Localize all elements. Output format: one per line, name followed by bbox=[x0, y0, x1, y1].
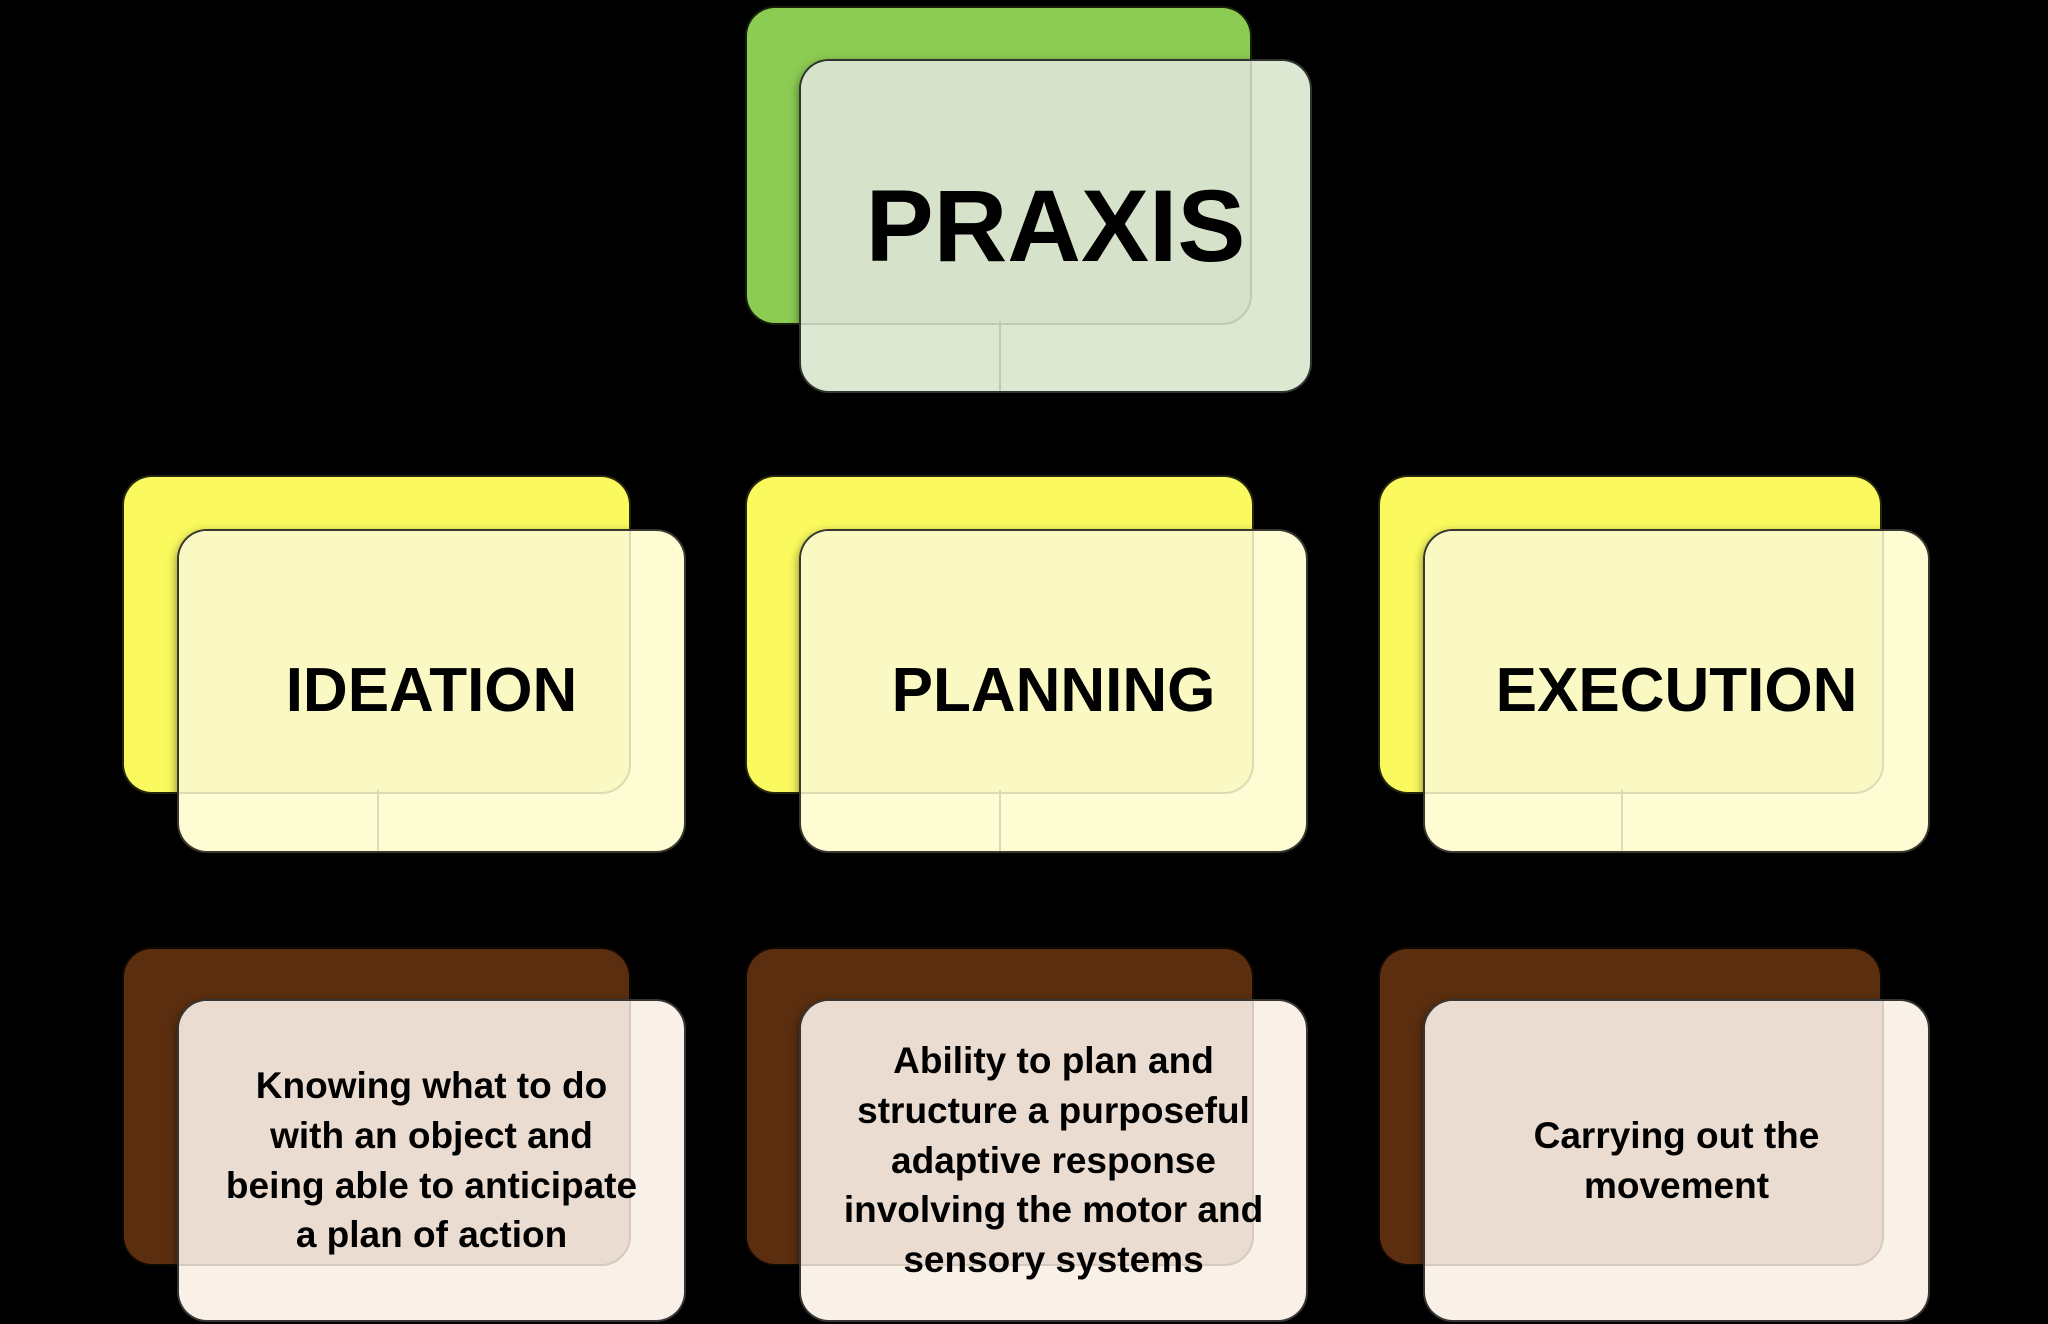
execution-description-card-front: Carrying out the movement bbox=[1423, 999, 1930, 1322]
execution-connector-stub bbox=[1621, 790, 1623, 851]
planning-card-inner-panel bbox=[801, 531, 1254, 794]
ideation-connector-stub bbox=[377, 790, 379, 851]
ideation-card-inner-panel bbox=[179, 531, 631, 794]
ideation-description-inner-panel bbox=[179, 1001, 631, 1266]
praxis-card-inner-panel bbox=[801, 61, 1252, 325]
execution-card-inner-panel bbox=[1425, 531, 1884, 794]
planning-description-text: Ability to plan and structure a purposef… bbox=[843, 1039, 1264, 1281]
planning-title: PLANNING bbox=[891, 655, 1216, 725]
execution-description-text: Carrying out the movement bbox=[1533, 1114, 1820, 1206]
execution-description-inner-panel bbox=[1425, 1001, 1884, 1266]
execution-title: EXECUTION bbox=[1495, 655, 1858, 725]
praxis-connector-stub bbox=[999, 321, 1001, 391]
ideation-card-front: IDEATION bbox=[177, 529, 686, 853]
planning-connector-stub bbox=[999, 790, 1001, 851]
execution-card-front: EXECUTION bbox=[1423, 529, 1930, 853]
praxis-title: PRAXIS bbox=[865, 168, 1246, 283]
ideation-title: IDEATION bbox=[285, 655, 578, 725]
praxis-card-front: PRAXIS bbox=[799, 59, 1312, 393]
planning-description-card-front: Ability to plan and structure a purposef… bbox=[799, 999, 1308, 1322]
planning-card-front: PLANNING bbox=[799, 529, 1308, 853]
planning-description-inner-panel bbox=[801, 1001, 1254, 1266]
ideation-description-card-front: Knowing what to do with an object and be… bbox=[177, 999, 686, 1322]
ideation-description-text: Knowing what to do with an object and be… bbox=[225, 1064, 638, 1256]
